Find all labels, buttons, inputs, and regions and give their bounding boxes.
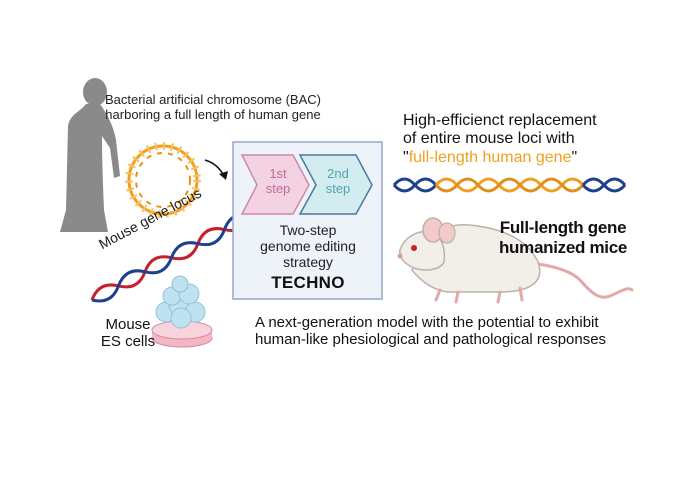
bac-label-line2: harboring a full length of human gene: [105, 106, 321, 122]
bac-label-line1: Bacterial artificial chromosome (BAC): [104, 92, 321, 107]
headline-quote-close: ": [571, 148, 578, 166]
mouse-locus-dna-icon: [90, 213, 253, 303]
step1-label: 1st step: [258, 166, 298, 197]
bac-ring-icon: [125, 142, 201, 218]
humanized-dna-icon: [392, 177, 627, 193]
bac-label: Bacterial artificial chromosome (BAC) ha…: [88, 92, 338, 123]
model-description-line2: human-like phesiological and pathologica…: [255, 331, 607, 349]
strategy-line2: genome editing: [260, 238, 356, 255]
headline-line1: High-efficienct replacement: [403, 112, 597, 129]
step1-chevron: [240, 154, 310, 215]
model-description: A next-generation model with the potenti…: [255, 314, 606, 349]
es-cell-dish-icon: [151, 275, 213, 348]
model-description-line1: A next-generation model with the potenti…: [255, 314, 599, 331]
headline-highlight: full-length human gene: [408, 148, 572, 166]
strategy-line3: strategy: [283, 254, 333, 271]
headline-line2: of entire mouse loci with: [403, 130, 575, 148]
headline: High-efficienct replacement of entire mo…: [403, 112, 597, 167]
es-cells-label-line2: ES cells: [100, 333, 156, 351]
step2-chevron: [298, 154, 373, 215]
es-cells-label-line1: Mouse: [105, 316, 151, 333]
humanized-mice-line1: Full-length gene: [499, 218, 627, 237]
strategy-description: Two-step genome editing strategy: [238, 222, 378, 270]
step2-label-line2: step: [325, 180, 351, 196]
humanized-mice-line2: humanized mice: [498, 237, 628, 257]
headline-line3: "full-length human gene": [403, 149, 597, 167]
es-cells-label: Mouse ES cells: [100, 316, 156, 351]
step2-label: 2nd step: [318, 166, 358, 197]
step2-label-line1: 2nd: [327, 166, 349, 181]
humanized-mice-label: Full-length gene humanized mice: [488, 218, 638, 257]
human-silhouette-icon: [60, 78, 120, 232]
mouse-icon: [397, 217, 634, 304]
techno-label: TECHNO: [271, 273, 345, 292]
strategy-line1: Two-step: [279, 222, 337, 238]
insert-arrowhead-icon: [219, 171, 228, 180]
step1-label-line1: 1st: [269, 166, 287, 181]
step1-label-line2: step: [265, 180, 291, 196]
headline-quote-open: ": [403, 148, 409, 166]
